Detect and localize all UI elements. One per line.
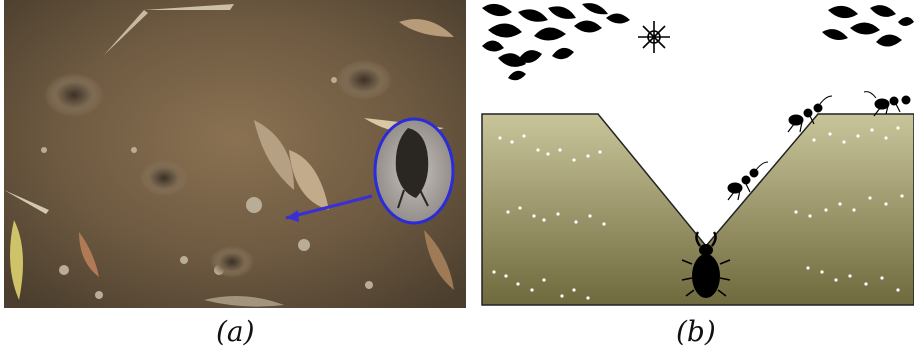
pit-trap-diagram <box>478 0 914 308</box>
panel-b-caption: (b) <box>676 315 716 348</box>
ground-photo <box>4 0 466 308</box>
foliage-right <box>822 5 914 46</box>
foliage-left <box>482 3 630 80</box>
panel-a-photo <box>4 0 466 308</box>
sand-pit <box>44 73 104 117</box>
panel-a-caption: (a) <box>216 315 255 348</box>
ant-icon <box>864 92 910 116</box>
panel-b-illustration <box>478 0 914 308</box>
sand-pit <box>210 246 254 278</box>
sand-pit <box>336 60 392 100</box>
magnified-larva-callout <box>375 119 453 223</box>
sun-icon <box>638 21 670 53</box>
sand-pit <box>140 160 188 196</box>
